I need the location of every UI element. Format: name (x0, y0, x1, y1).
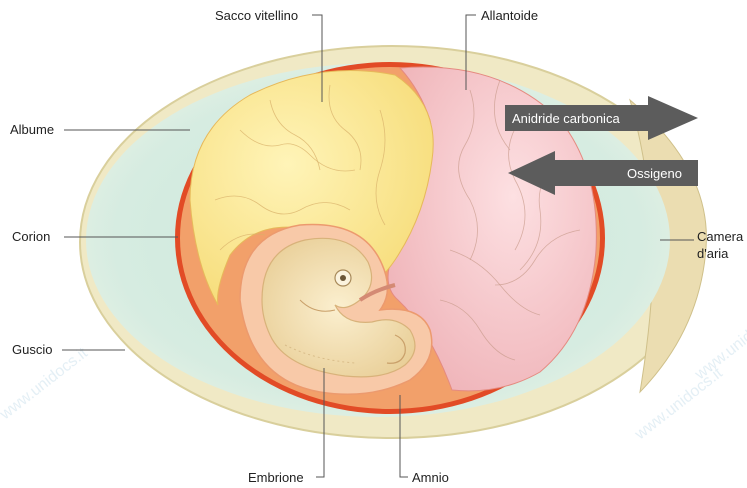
label-camera-line1: Camera (697, 229, 744, 244)
label-amnio: Amnio (412, 470, 449, 485)
label-guscio: Guscio (12, 342, 52, 357)
label-corion: Corion (12, 229, 50, 244)
label-camera-line2: d'aria (697, 246, 729, 261)
oxygen-label: Ossigeno (627, 166, 682, 181)
label-albume: Albume (10, 122, 54, 137)
label-sacco-vitellino: Sacco vitellino (215, 8, 298, 23)
label-embrione: Embrione (248, 470, 304, 485)
carbon-dioxide-label: Anidride carbonica (512, 111, 620, 126)
label-allantoide: Allantoide (481, 8, 538, 23)
